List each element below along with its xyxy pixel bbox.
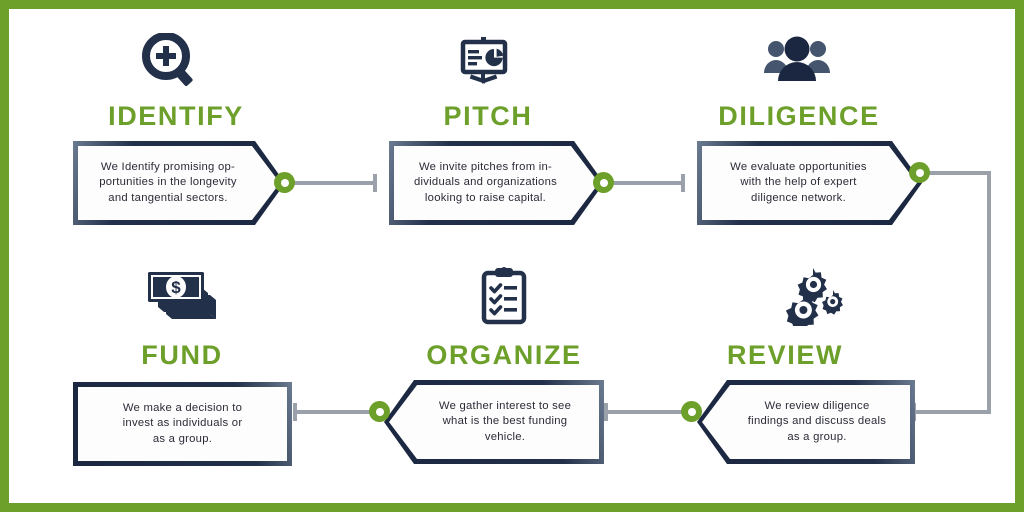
connector-node [369, 401, 390, 422]
connector-line [607, 410, 691, 414]
connector-line [611, 181, 684, 185]
connector-line [296, 410, 380, 414]
step-title-diligence: DILIGENCE [718, 101, 880, 131]
step-title-review: REVIEW [726, 340, 844, 370]
connector-node [274, 172, 295, 193]
connector-node [681, 401, 702, 422]
gears-icon [754, 264, 874, 326]
connector-endpoint-tick [373, 174, 377, 192]
step-text-pitch: We invite pitches from in-dividuals and … [413, 160, 558, 204]
magnifier-plus-icon [111, 27, 231, 89]
connector-line-top [927, 171, 991, 175]
step-box-identify[interactable]: We Identify promising op-portunities in … [73, 141, 285, 225]
step-title-pitch: PITCH [443, 101, 533, 131]
connector-endpoint-tick [604, 403, 608, 421]
step-text-identify: We Identify promising op-portunities in … [99, 160, 237, 204]
step-title-fund: FUND [141, 340, 223, 370]
step-title-identify: IDENTIFY [108, 101, 244, 131]
connector-node [593, 172, 614, 193]
money-bills-icon: $ [119, 264, 239, 326]
step-box-pitch[interactable]: We invite pitches from in-dividuals and … [389, 141, 604, 225]
clipboard-checklist-icon [444, 264, 564, 326]
connector-node [909, 162, 930, 183]
presentation-chart-icon [423, 27, 543, 89]
step-title-organize: ORGANIZE [426, 340, 582, 370]
connector-endpoint-tick [681, 174, 685, 192]
svg-text:$: $ [171, 278, 181, 297]
connector-line-vertical [987, 171, 991, 414]
diagram-canvas: IDENTIFY We Identify promising op-portun… [9, 9, 1015, 503]
people-group-icon [737, 27, 857, 89]
connector-line-bottom [915, 410, 991, 414]
connector-endpoint-tick [293, 403, 297, 421]
connector-line [292, 181, 376, 185]
